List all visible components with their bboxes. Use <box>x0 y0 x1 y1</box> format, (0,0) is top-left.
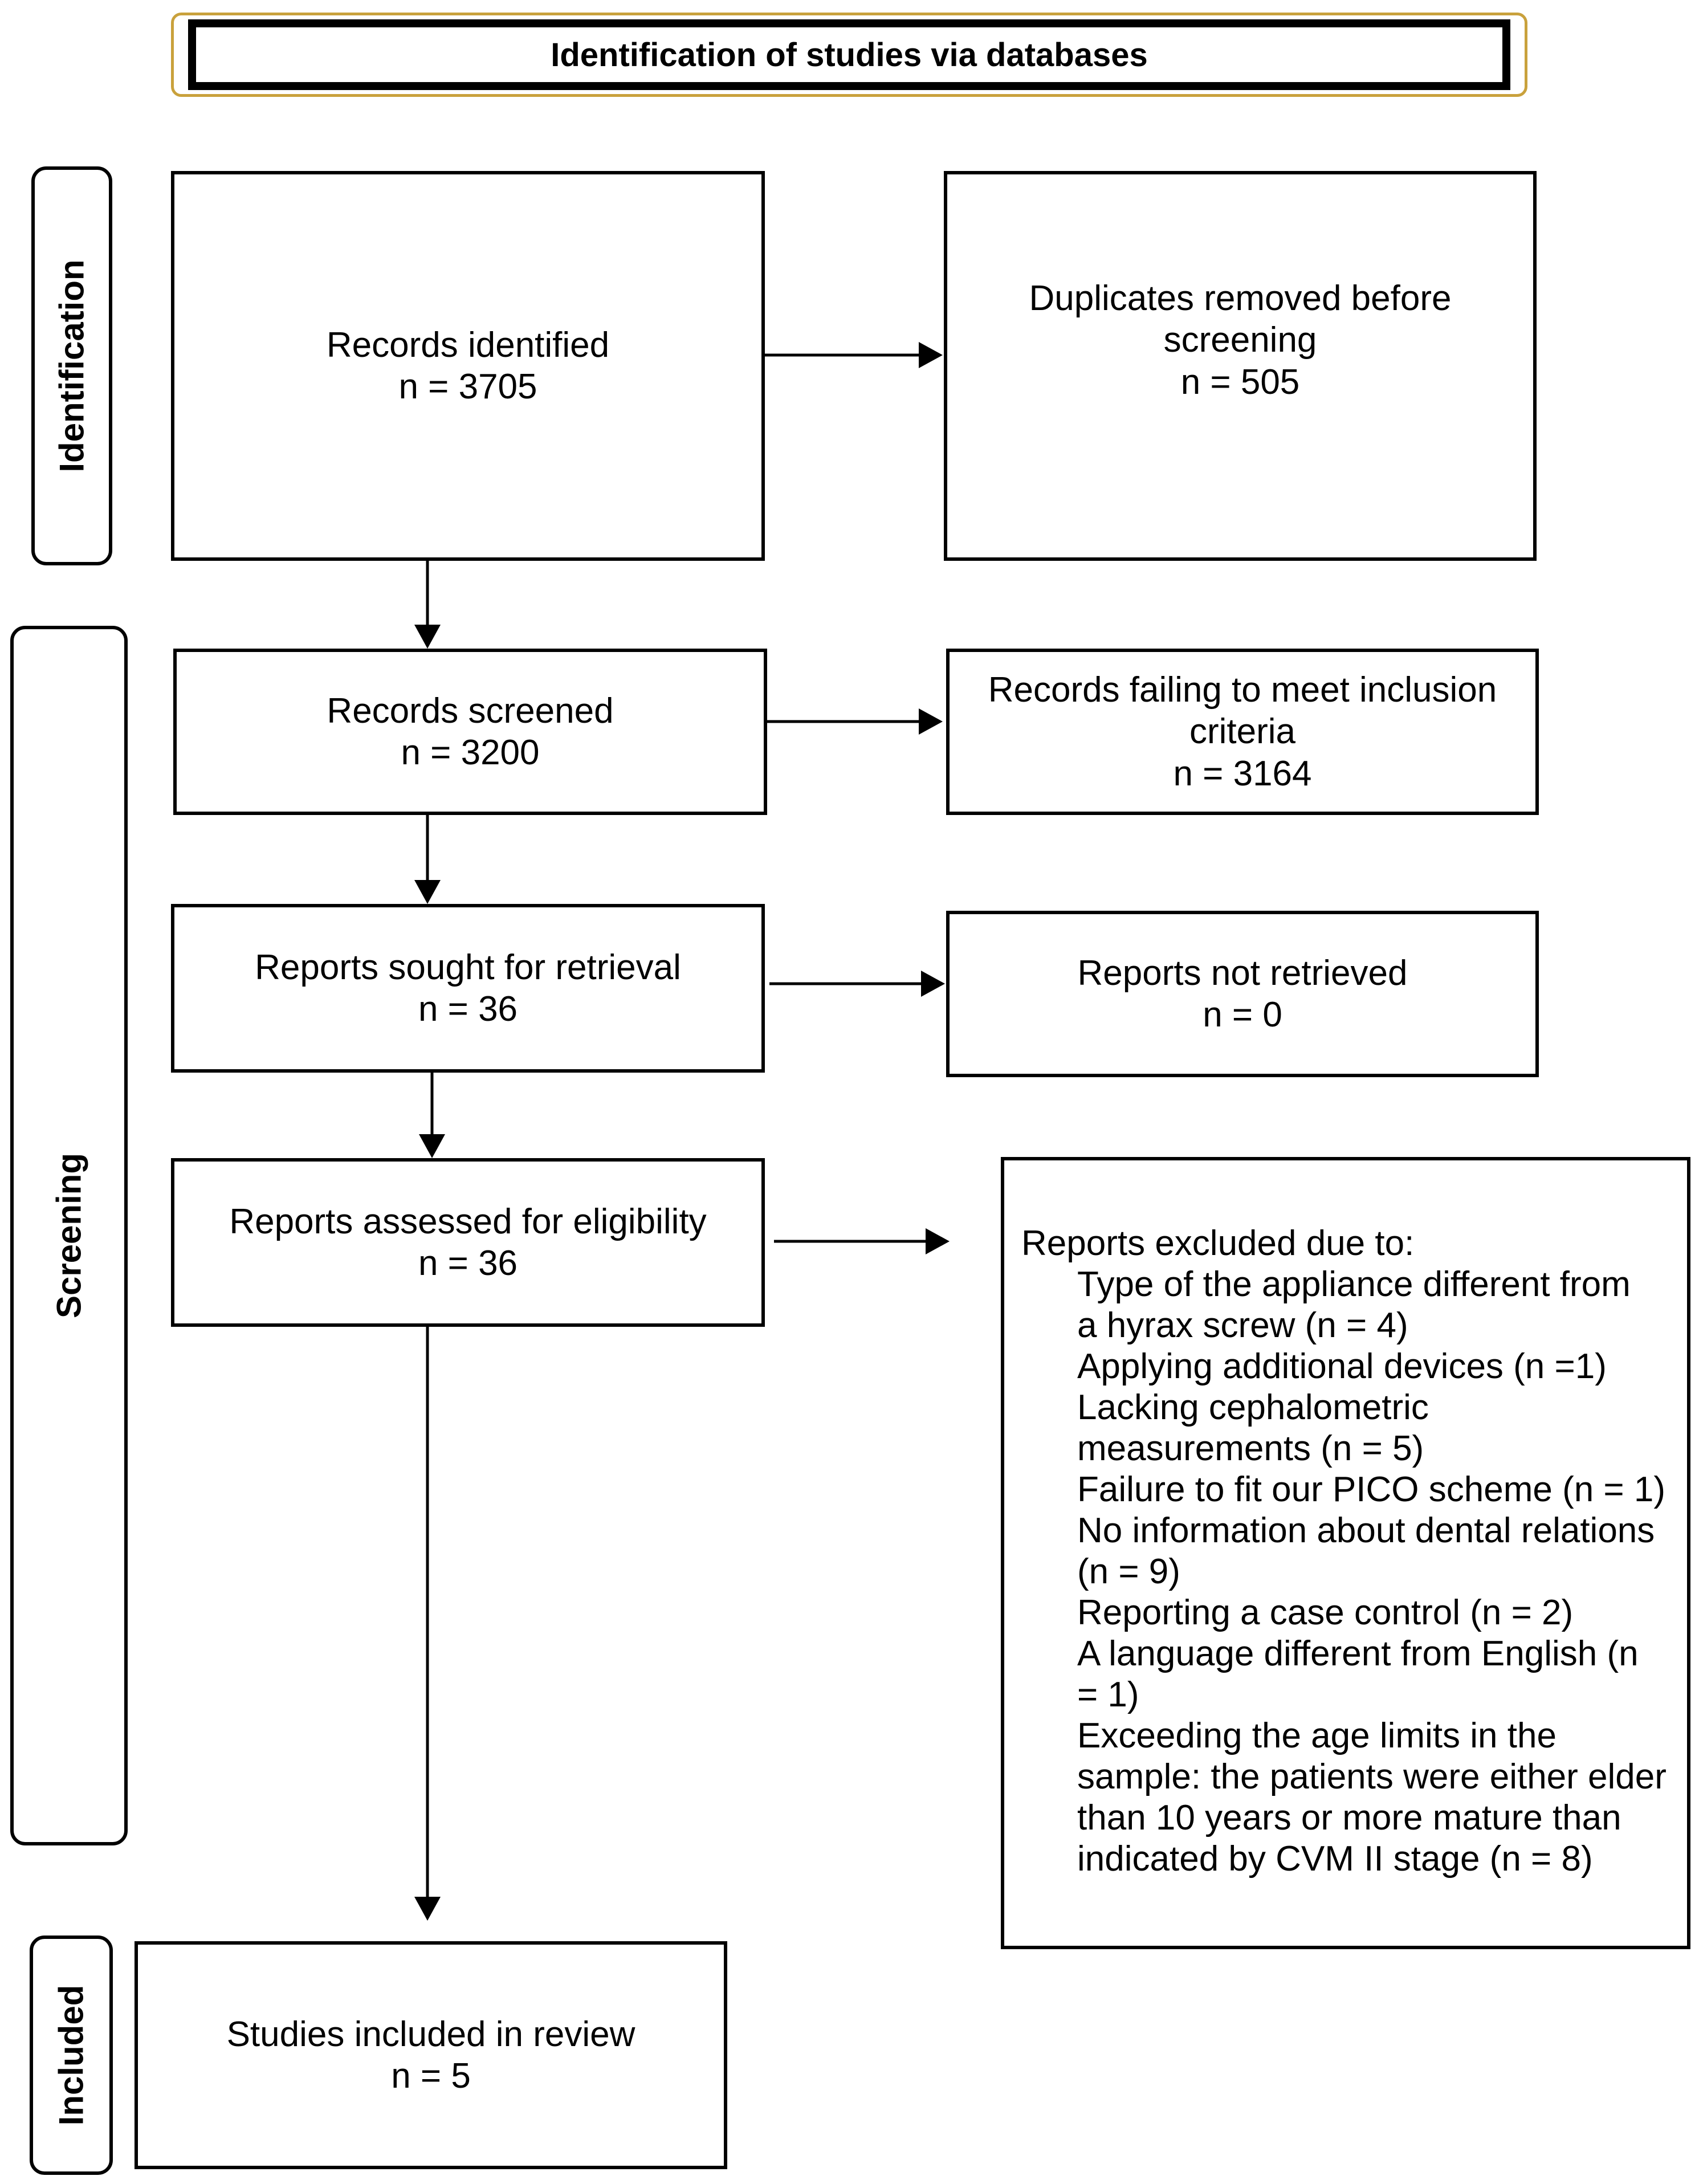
reports-not-retrieved-count: n = 0 <box>1203 995 1282 1034</box>
records-failing-count: n = 3164 <box>1173 753 1312 793</box>
reports-sought-box: Reports sought for retrieval n = 36 <box>171 904 765 1073</box>
records-identified-label: Records identified <box>326 325 610 365</box>
arrowhead-screened-to-sought <box>414 880 441 904</box>
reports-sought-label: Reports sought for retrieval <box>255 947 681 987</box>
records-screened-label: Records screened <box>327 691 614 731</box>
studies-included-label: Studies included in review <box>226 2014 635 2054</box>
duplicates-removed-label-line2: screening <box>1163 320 1317 360</box>
records-failing-label-line1: Records failing to meet inclusion <box>988 670 1497 710</box>
exclusion-line: No information about dental relations <box>1077 1511 1655 1550</box>
reports-not-retrieved-box: Reports not retrieved n = 0 <box>946 911 1539 1077</box>
exclusion-line: Type of the appliance different from <box>1077 1265 1631 1304</box>
arrowhead-sought-to-assessed <box>419 1134 445 1158</box>
arrowhead-assessed-to-excluded <box>926 1228 950 1254</box>
arrowhead-identified-to-duplicates <box>919 342 943 368</box>
arrowhead-sought-to-not-retrieved <box>921 971 945 997</box>
exclusion-line: indicated by CVM II stage (n = 8) <box>1077 1839 1593 1879</box>
records-screened-count: n = 3200 <box>401 733 540 772</box>
exclusion-line: Exceeding the age limits in the <box>1077 1716 1557 1755</box>
studies-included-box: Studies included in review n = 5 <box>135 1941 727 2169</box>
reports-assessed-label: Reports assessed for eligibility <box>229 1201 707 1241</box>
records-screened-box: Records screened n = 3200 <box>173 649 767 815</box>
arrowhead-screened-to-failing <box>919 708 943 735</box>
exclusion-line: = 1) <box>1077 1675 1139 1714</box>
records-identified-box: Records identified n = 3705 <box>171 171 765 561</box>
exclusion-line: measurements (n = 5) <box>1077 1429 1424 1468</box>
diagram-title: Identification of studies via databases <box>188 19 1510 90</box>
reports-excluded-box: Reports excluded due to: Type of the app… <box>1001 1157 1690 1949</box>
duplicates-removed-box: Duplicates removed before screening n = … <box>944 171 1537 561</box>
reports-assessed-box: Reports assessed for eligibility n = 36 <box>171 1158 765 1327</box>
records-failing-label-line2: criteria <box>1189 712 1296 752</box>
arrowhead-assessed-to-included <box>414 1897 441 1921</box>
diagram-title-text: Identification of studies via databases <box>551 36 1148 74</box>
records-failing-box: Records failing to meet inclusion criter… <box>946 649 1539 815</box>
exclusion-line: Failure to fit our PICO scheme (n = 1) <box>1077 1470 1665 1509</box>
records-identified-count: n = 3705 <box>398 367 537 406</box>
exclusion-line: sample: the patients were either elder <box>1077 1757 1667 1796</box>
duplicates-removed-label-line1: Duplicates removed before <box>1029 279 1452 319</box>
phase-identification: Identification <box>31 166 112 565</box>
reports-not-retrieved-label: Reports not retrieved <box>1077 953 1408 993</box>
phase-screening: Screening <box>10 626 128 1845</box>
reports-assessed-count: n = 36 <box>418 1244 518 1283</box>
reports-excluded-title: Reports excluded due to: <box>1021 1224 1415 1263</box>
phase-included: Included <box>30 1936 113 2175</box>
exclusion-line: Reporting a case control (n = 2) <box>1077 1593 1574 1632</box>
arrowhead-identified-to-screened <box>414 625 441 649</box>
exclusion-line: Applying additional devices (n =1) <box>1077 1347 1607 1386</box>
exclusion-line: a hyrax screw (n = 4) <box>1077 1306 1408 1345</box>
exclusion-line: A language different from English (n <box>1077 1634 1639 1673</box>
exclusion-reasons-list: Type of the appliance different from a h… <box>1021 1264 1676 1880</box>
reports-sought-count: n = 36 <box>418 989 518 1029</box>
exclusion-line: than 10 years or more mature than <box>1077 1798 1621 1837</box>
duplicates-removed-count: n = 505 <box>1180 362 1300 402</box>
exclusion-line: Lacking cephalometric <box>1077 1388 1429 1427</box>
exclusion-line: (n = 9) <box>1077 1552 1180 1591</box>
studies-included-count: n = 5 <box>391 2056 471 2096</box>
